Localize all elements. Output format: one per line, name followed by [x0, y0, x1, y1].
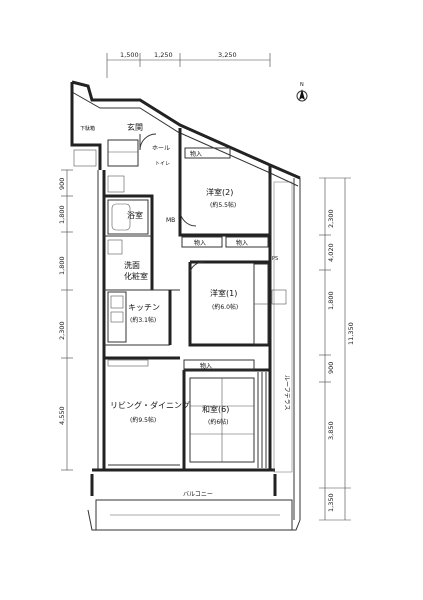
kitchen-area: (約3.1帖)	[130, 316, 156, 324]
svg-text:N: N	[300, 82, 304, 88]
living-area: (約9.5帖)	[130, 416, 156, 424]
washitsu-name: 和室(6)	[202, 404, 229, 414]
bath-label: 浴室	[127, 210, 143, 220]
living-name: リビング・ダイニング	[110, 400, 190, 410]
left-dim-4: 2,300	[58, 321, 66, 340]
left-dim-1: 900	[58, 178, 66, 190]
bedroom-1-name: 洋室(1)	[210, 288, 237, 298]
left-dim-3: 1,800	[58, 256, 66, 275]
room-kitchen: キッチン (約3.1帖)	[104, 290, 172, 346]
washitsu-area: (約6帖)	[208, 418, 229, 426]
right-dimension-line: 2,300 4,020 1,800 11,350 900 3,850 1,350	[319, 177, 355, 521]
right-dim-1: 2,300	[327, 209, 335, 228]
bedroom-2-name: 洋室(2)	[206, 187, 233, 197]
bedroom-1-area: (約6.0帖)	[212, 303, 238, 311]
ps-label: PS	[272, 256, 278, 262]
top-dim-1: 1,500	[120, 51, 139, 59]
washroom-label-1: 洗面	[124, 260, 140, 270]
bedroom-2-area: (約5.5帖)	[210, 201, 236, 209]
top-dim-3: 3,250	[218, 51, 237, 59]
balcony-area: バルコニー	[87, 474, 301, 531]
closet-label-4: 物入	[200, 362, 212, 370]
hall-label: ホール	[152, 145, 170, 152]
room-washitsu: 物入 和室(6) (約6帖)	[182, 359, 270, 470]
shoe-cabinet-label: 下駄箱	[80, 125, 95, 132]
terrace-label: ルーフテラス	[283, 375, 290, 411]
left-dimension-line: 900 1,800 1,800 2,300 4,550	[58, 169, 73, 471]
top-dim-2: 1,250	[154, 51, 173, 59]
mb-label: MB	[166, 217, 175, 224]
toilet-label: トイレ	[155, 161, 170, 167]
room-bedroom-2: 洋室(2) (約5.5帖) 物入 物入 物入	[178, 128, 271, 248]
balcony-label: バルコニー	[183, 491, 213, 498]
roof-terrace: ルーフテラス	[273, 181, 293, 473]
wet-area: 浴室 洗面 化粧室 トイレ MB	[104, 161, 180, 291]
right-dim-5: 900	[327, 362, 335, 374]
room-bedroom-1: 洋室(1) (約6.0帖) PS	[188, 256, 287, 347]
right-dim-7: 1,350	[327, 493, 335, 512]
exterior-walls	[70, 80, 301, 520]
north-arrow-icon: N	[296, 82, 308, 102]
closet-label-2: 物入	[194, 239, 206, 247]
room-living-dining: リビング・ダイニング (約9.5帖)	[104, 356, 190, 466]
top-dimension-line: 1,500 1,250 3,250	[106, 51, 271, 78]
right-dim-2: 4,020	[327, 243, 335, 262]
closet-label-3: 物入	[236, 239, 248, 247]
left-dim-2: 1,800	[58, 205, 66, 224]
right-dim-3: 1,800	[327, 291, 335, 310]
kitchen-name: キッチン	[128, 303, 160, 312]
closet-label-1: 物入	[190, 150, 202, 158]
entrance-label: 玄関	[127, 122, 143, 132]
washroom-label-2: 化粧室	[124, 271, 148, 281]
right-dim-4: 11,350	[347, 322, 355, 345]
entrance-area: 玄関 ホール 下駄箱	[73, 122, 170, 167]
right-dim-6: 3,850	[327, 421, 335, 440]
left-dim-5: 4,550	[58, 406, 66, 425]
